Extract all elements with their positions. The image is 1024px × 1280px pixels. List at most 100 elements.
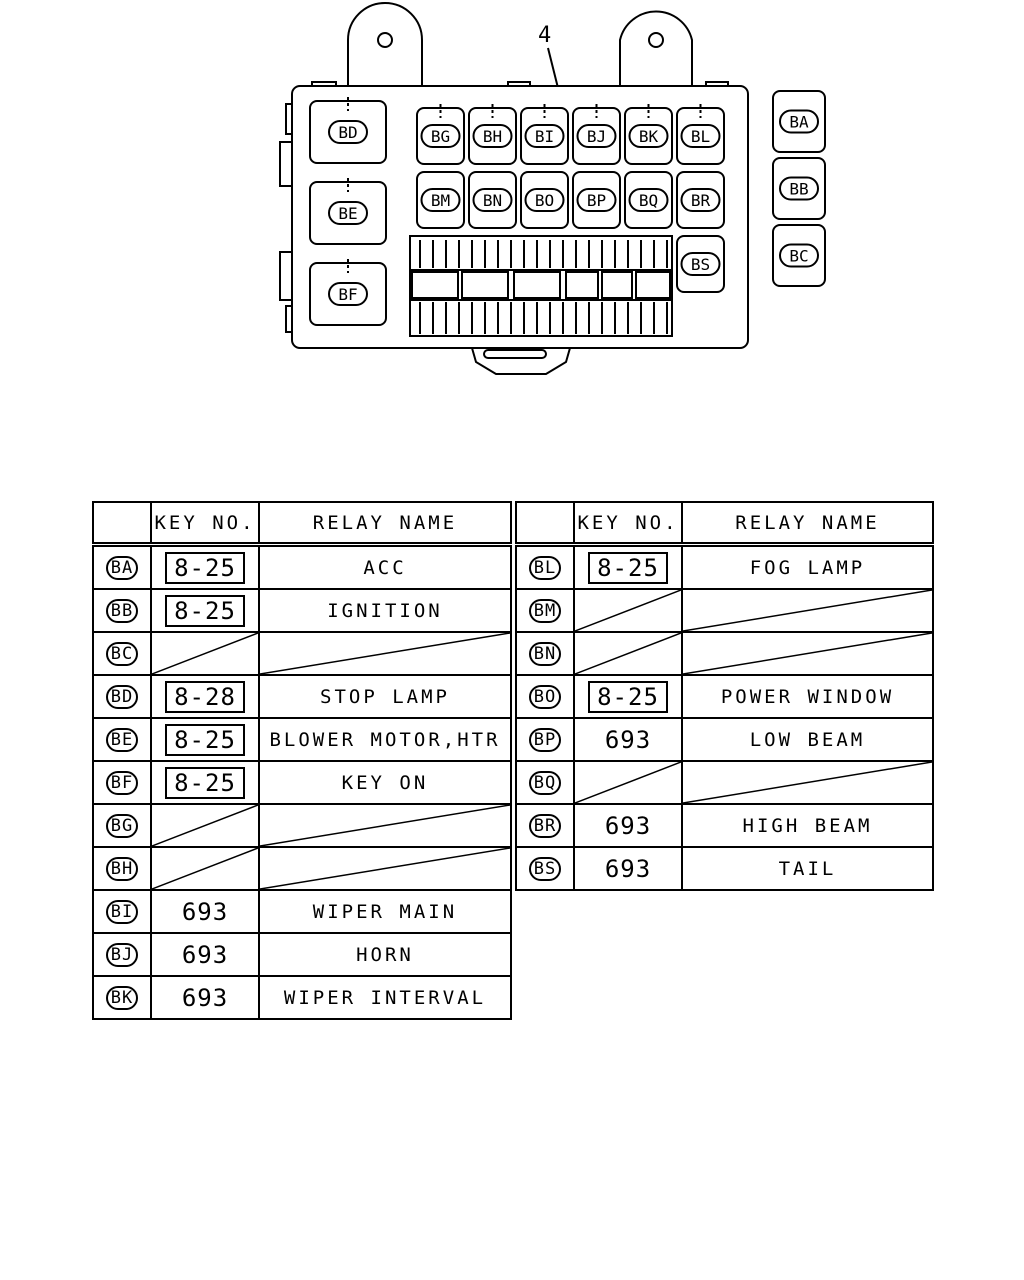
relay-code-badge: BC [105, 641, 139, 666]
relay-bn: BN [468, 171, 517, 229]
relay-code-badge: BM [528, 598, 562, 623]
relay-code-badge: BE [105, 727, 139, 752]
blank-entry-slash [575, 633, 681, 674]
relay-code-label: BE [338, 204, 357, 223]
relay-name-cell: WIPER MAIN [258, 889, 512, 934]
callout-number: 4 [538, 23, 551, 48]
code-cell: BK [92, 975, 152, 1020]
relay-bj: BJ [572, 104, 621, 165]
relay-name: BLOWER MOTOR,HTR [269, 728, 501, 751]
relay-name: WIPER INTERVAL [283, 986, 487, 1009]
key-number: 8-25 [165, 551, 245, 584]
relay-name-cell: LOW BEAM [681, 717, 934, 762]
code-cell: BC [92, 631, 152, 676]
relay-name: POWER WINDOW [720, 685, 895, 708]
relay-name: HIGH BEAM [742, 814, 873, 837]
relay-code-label: BH [483, 127, 502, 146]
table-row: BM [515, 588, 934, 633]
blank-entry-slash [152, 805, 258, 846]
relay-name-cell [681, 631, 934, 676]
key-number: 8-25 [588, 551, 668, 584]
relay-code-label: BL [691, 127, 710, 146]
relay-name: ACC [363, 556, 407, 579]
key-no-cell [150, 631, 260, 676]
mounting-tab-right [619, 10, 693, 86]
relay-code-badge: BJ [105, 942, 139, 967]
relay-code-badge: BB [105, 598, 139, 623]
key-no-cell: 8-25 [150, 543, 260, 590]
code-cell: BI [92, 889, 152, 934]
relay-name-cell [258, 846, 512, 891]
key-no-cell: 8-25 [150, 588, 260, 633]
relay-name-cell: WIPER INTERVAL [258, 975, 512, 1020]
fuse-block [409, 235, 673, 337]
callout-leader [547, 47, 559, 89]
table-row: BF 8-25 KEY ON [92, 760, 512, 805]
key-no-cell: 693 [573, 717, 683, 762]
key-no-cell [150, 846, 260, 891]
relay-bq: BQ [624, 171, 673, 229]
relay-code-badge: BH [105, 856, 139, 881]
table-row: BH [92, 846, 512, 891]
relay-code-badge: BD [105, 684, 139, 709]
blank-entry-slash [260, 633, 510, 674]
relay-bi: BI [520, 104, 569, 165]
relay-bs: BS [676, 235, 725, 293]
code-cell: BE [92, 717, 152, 762]
relay-code-badge: BF [105, 770, 139, 795]
key-no-cell [573, 760, 683, 805]
relay-code-label: BP [587, 191, 606, 210]
code-cell: BP [515, 717, 575, 762]
relay-code-badge: BI [105, 899, 139, 924]
header-relay-name: RELAY NAME [681, 501, 934, 547]
relay-name: LOW BEAM [749, 728, 866, 751]
relay-code-label: BS [691, 255, 710, 274]
key-number: 8-25 [588, 680, 668, 713]
relay-bf: BF [309, 259, 387, 326]
code-cell: BN [515, 631, 575, 676]
blank-entry-slash [683, 633, 932, 674]
side-clip [279, 141, 293, 187]
blank-entry-slash [260, 848, 510, 889]
code-cell: BF [92, 760, 152, 805]
mounting-tab-left [347, 2, 423, 86]
relay-code-label: BI [535, 127, 554, 146]
relay-code-label: BO [535, 191, 554, 210]
relay-code-badge: BO [528, 684, 562, 709]
relay-code-label: BM [431, 191, 450, 210]
relay-name: HORN [356, 943, 414, 966]
relay-name-cell: STOP LAMP [258, 674, 512, 719]
relay-bg: BG [416, 104, 465, 165]
key-no-cell [573, 588, 683, 633]
blank-entry-slash [152, 633, 258, 674]
relay-code-label: BN [483, 191, 502, 210]
table-row: BQ [515, 760, 934, 805]
key-no-cell: 8-25 [150, 760, 260, 805]
code-cell: BJ [92, 932, 152, 977]
mounting-hole-left [377, 32, 393, 48]
table-row: BO 8-25 POWER WINDOW [515, 674, 934, 719]
key-number: 8-25 [165, 594, 245, 627]
relay-code-label: BG [431, 127, 450, 146]
relay-ba: BA [772, 90, 826, 153]
blank-entry-slash [575, 762, 681, 803]
key-number: 8-25 [165, 766, 245, 799]
relay-code-label: BJ [587, 127, 606, 146]
relay-name-cell: KEY ON [258, 760, 512, 805]
relay-bk: BK [624, 104, 673, 165]
relay-bp: BP [572, 171, 621, 229]
table-row: BN [515, 631, 934, 676]
code-cell: BS [515, 846, 575, 891]
relay-code-label: BK [639, 127, 659, 146]
relay-code-badge: BA [105, 555, 139, 580]
